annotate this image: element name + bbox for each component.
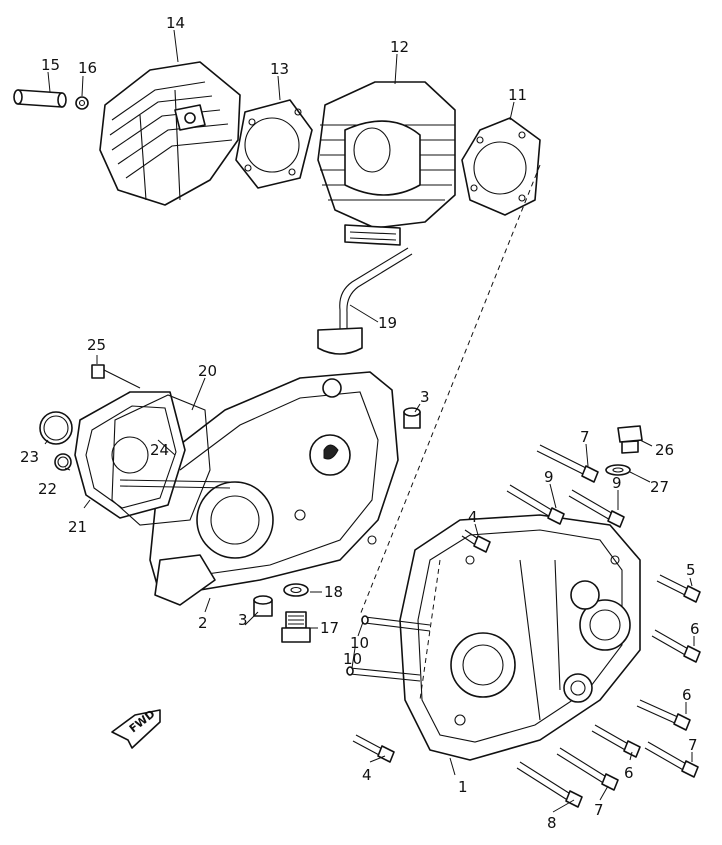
callout-18: 18: [324, 583, 343, 601]
callout-27: 27: [650, 478, 669, 496]
part-head-gasket: [235, 99, 313, 189]
part-bolt-6-c: [591, 724, 641, 758]
callout-8: 8: [547, 814, 557, 832]
callout-26: 26: [655, 441, 674, 459]
part-stud-10-lower: [346, 666, 421, 682]
part-bolt-25: [91, 364, 141, 389]
part-cylinder-head: [99, 61, 241, 206]
fwd-arrow: FWD: [111, 707, 161, 749]
part-crankcase-left: [149, 371, 399, 606]
part-base-gasket: [461, 117, 541, 216]
callout-24: 24: [150, 441, 169, 459]
callout-2: 2: [198, 614, 208, 632]
callout-22: 22: [38, 480, 57, 498]
part-side-gasket: [111, 394, 211, 526]
callout-11: 11: [508, 86, 527, 104]
callout-labels: 15 16 14 13 12 11 19 20 25 23 22 21 24 3…: [20, 14, 700, 832]
callout-3-upper: 3: [420, 388, 430, 406]
part-bolt-7-right: [644, 741, 699, 778]
callout-14: 14: [166, 14, 185, 32]
callout-6-a: 6: [690, 620, 700, 638]
callout-9-right: 9: [612, 474, 622, 492]
callout-15: 15: [41, 56, 60, 74]
part-filler-plug: [617, 425, 643, 454]
part-pin: [13, 89, 67, 108]
part-bolt-9-left: [506, 484, 565, 525]
part-bolt-4-upper: [461, 529, 491, 553]
part-cylinder: [317, 81, 456, 246]
callout-7-lower: 7: [594, 801, 604, 819]
callout-25: 25: [87, 336, 106, 354]
callout-1: 1: [458, 778, 468, 796]
part-crankcase-right: [399, 514, 641, 761]
part-stud-10-upper: [361, 615, 431, 632]
part-dowel-lower: [253, 595, 273, 617]
part-o-ring-large: [39, 411, 73, 445]
callout-4-upper: 4: [468, 508, 478, 526]
leader-lines: [44, 29, 695, 813]
callout-19: 19: [378, 314, 397, 332]
callout-6-b: 6: [682, 686, 692, 704]
callout-10-upper: 10: [350, 634, 369, 652]
part-bolt-6-a: [651, 629, 701, 663]
callout-9-left: 9: [544, 468, 554, 486]
callout-17: 17: [320, 619, 339, 637]
callout-12: 12: [390, 38, 409, 56]
callout-7-right: 7: [688, 736, 698, 754]
part-dowel-upper: [403, 407, 421, 429]
callout-6-c: 6: [624, 764, 634, 782]
callout-3-lower: 3: [238, 611, 248, 629]
part-bolt-8: [516, 761, 583, 808]
callout-16: 16: [78, 59, 97, 77]
part-o-ring-small: [54, 453, 72, 471]
part-breather-pipe: [317, 247, 413, 355]
callout-21: 21: [68, 518, 87, 536]
part-washer-small: [75, 96, 89, 110]
assembly-line-2: [419, 559, 441, 701]
part-drain-plug: [281, 611, 311, 643]
part-bolt-4-lower: [352, 734, 395, 763]
part-bolt-9-right: [568, 489, 625, 528]
callout-13: 13: [270, 60, 289, 78]
part-bolt-6-b: [636, 699, 691, 731]
part-bolt-7-lower: [556, 747, 619, 791]
part-washer-27: [605, 464, 631, 476]
callout-23: 23: [20, 448, 39, 466]
part-bolt-7-upper: [536, 444, 599, 483]
part-washer-18: [283, 583, 309, 597]
part-bolt-5: [656, 574, 701, 603]
callout-7-upper: 7: [580, 428, 590, 446]
callout-4-lower: 4: [362, 766, 372, 784]
callout-20: 20: [198, 362, 217, 380]
part-cover-bolt-long: [119, 479, 231, 489]
callout-5: 5: [686, 561, 696, 579]
callout-10-lower: 10: [343, 650, 362, 668]
